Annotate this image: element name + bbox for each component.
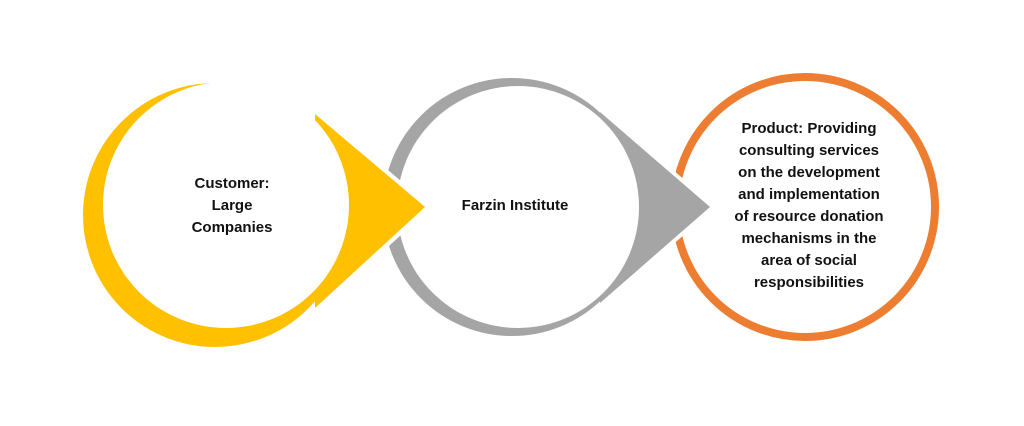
product-label-line: consulting services <box>738 142 880 159</box>
institute-node <box>379 74 716 340</box>
product-label-line: mechanisms in the <box>741 230 877 247</box>
customer-label-line: Customer: <box>194 175 270 192</box>
institute-label: Farzin Institute <box>462 195 569 217</box>
product-label-line: of resource donation <box>734 208 884 225</box>
customer-label: Customer: Large Companies <box>192 173 273 239</box>
customer-node <box>79 79 432 351</box>
product-label: Product: Providing consulting services o… <box>734 118 883 294</box>
customer-label-line: Companies <box>191 219 273 236</box>
product-label-line: Product: Providing <box>741 120 877 137</box>
customer-label-line: Large <box>211 197 253 214</box>
customer-circle <box>103 82 349 328</box>
product-label-line: on the development <box>738 164 880 181</box>
product-label-line: area of social <box>761 252 857 269</box>
institute-label-line: Farzin Institute <box>461 197 569 214</box>
product-label-line: and implementation <box>738 186 880 203</box>
product-label-line: responsibilities <box>753 274 865 291</box>
institute-circle <box>397 86 639 328</box>
